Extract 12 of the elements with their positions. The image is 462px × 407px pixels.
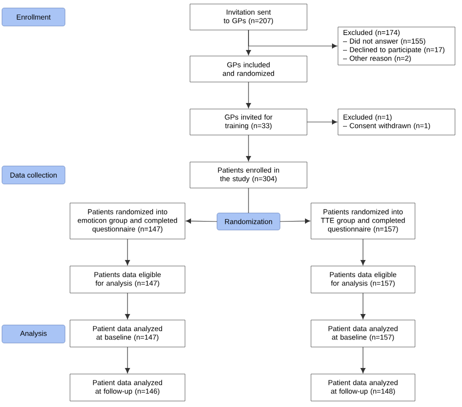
arrow bbox=[125, 346, 130, 374]
arrow bbox=[360, 346, 366, 374]
arrow bbox=[248, 30, 338, 48]
arrow bbox=[360, 292, 366, 320]
arrow bbox=[125, 238, 130, 266]
arrow bbox=[186, 218, 218, 224]
arrow bbox=[280, 218, 310, 224]
arrow bbox=[246, 82, 251, 108]
arrow bbox=[125, 292, 130, 320]
arrow bbox=[246, 134, 251, 162]
arrow bbox=[360, 238, 366, 266]
arrow bbox=[306, 120, 338, 124]
